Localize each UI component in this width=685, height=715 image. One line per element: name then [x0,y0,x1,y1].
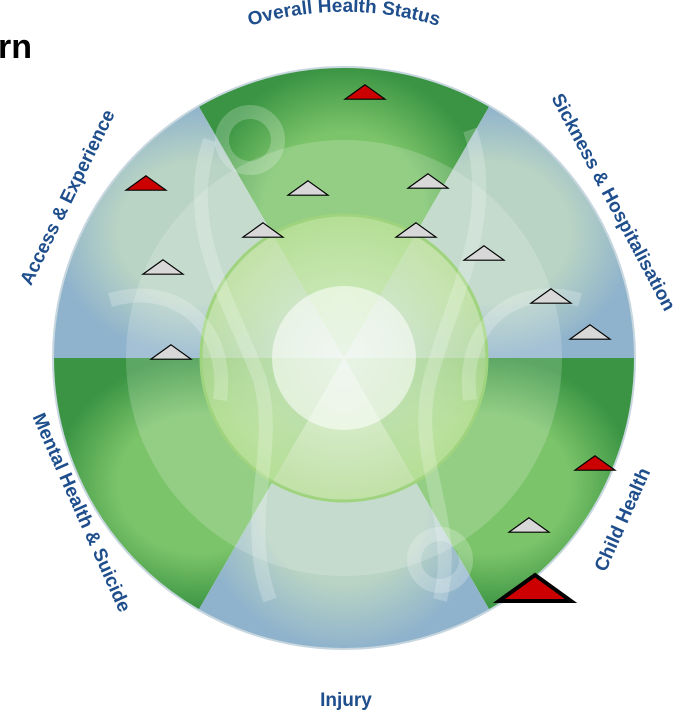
grey-triangle-marker [241,222,285,238]
label-overall-health-status: Overall Health Status [245,0,442,31]
grey-triangle-marker [149,344,193,360]
hub [272,286,416,430]
grey-triangle-marker [568,324,612,340]
segment-wedge-overall-health-status [198,67,490,358]
grey-triangle-marker [406,173,450,189]
red-triangle-marker [492,572,578,603]
grey-triangle-marker [394,222,438,238]
red-triangle-marker [124,175,168,191]
indicator-markers [124,84,617,603]
grey-triangle-marker [141,259,185,275]
red-triangle-marker [343,84,387,100]
label-injury: Injury [320,690,372,711]
wheel-rim [52,66,636,650]
koru-pattern [108,105,582,603]
grey-triangle-marker [529,288,573,304]
page-title: rn [0,28,32,66]
segment-wedge-injury [198,358,490,649]
red-triangle-marker [573,455,617,471]
grey-triangle-marker [462,245,506,261]
grey-triangle-marker [507,517,551,533]
grey-triangle-marker [286,180,330,196]
